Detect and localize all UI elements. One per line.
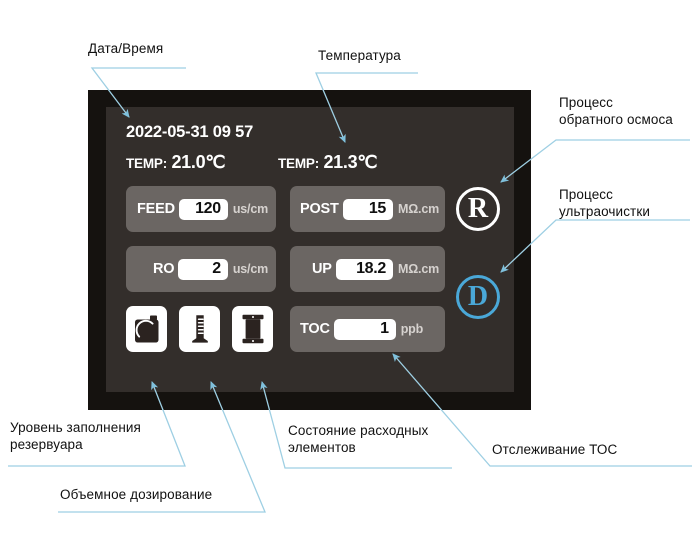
readout-feed-unit: us/cm — [232, 202, 268, 216]
readout-ro-value[interactable]: 2 — [178, 258, 228, 280]
annotation-tank-level: Уровень заполнения резервуара — [10, 420, 141, 452]
jerrycan-icon — [134, 315, 158, 343]
annotation-ultrapurification: Процесс ультраочистки — [559, 187, 650, 219]
reverse-osmosis-indicator-glyph: R — [467, 193, 489, 224]
readout-up-label: UP — [312, 261, 332, 277]
annotation-consumables: Состояние расходных элементов — [288, 423, 429, 455]
readout-toc-unit: ppb — [400, 322, 424, 336]
readout-ro[interactable]: RO 2 us/cm — [126, 246, 276, 292]
readout-ro-unit: us/cm — [232, 262, 268, 276]
readout-toc-label: TOC — [300, 321, 330, 337]
annotation-datetime: Дата/Время — [88, 41, 164, 56]
device-bezel: 2022-05-31 09 57 TEMP: 21.0℃ TEMP: 21.3℃… — [88, 90, 531, 410]
annotation-volume-dosing: Объемное дозирование — [60, 487, 213, 502]
ultrapure-indicator-glyph: D — [467, 281, 489, 312]
readout-post-value[interactable]: 15 — [342, 198, 394, 220]
temperature-right-label: TEMP: — [278, 156, 319, 171]
temperature-left: TEMP: 21.0℃ — [126, 152, 226, 173]
annotation-toc-monitoring: Отслеживание ТОС — [492, 442, 618, 457]
readout-feed-label: FEED — [137, 201, 175, 217]
readout-up-value[interactable]: 18.2 — [335, 258, 394, 280]
device-screen[interactable]: 2022-05-31 09 57 TEMP: 21.0℃ TEMP: 21.3℃… — [106, 107, 514, 392]
readout-up-unit: MΩ.cm — [398, 262, 439, 276]
readout-feed-value[interactable]: 120 — [178, 198, 228, 220]
volume-dosing-button[interactable] — [179, 306, 220, 352]
filter-cartridge-icon — [242, 314, 263, 344]
ultrapure-indicator[interactable]: D — [456, 275, 500, 319]
temperature-right: TEMP: 21.3℃ — [278, 152, 378, 173]
readout-feed[interactable]: FEED 120 us/cm — [126, 186, 276, 232]
readout-post[interactable]: POST 15 MΩ.cm — [290, 186, 445, 232]
readout-toc[interactable]: TOC 1 ppb — [290, 306, 445, 352]
temperature-right-value: 21.3℃ — [323, 152, 378, 172]
graduated-cylinder-icon — [191, 315, 208, 343]
annotation-temperature: Температура — [318, 48, 401, 63]
temperature-left-label: TEMP: — [126, 156, 167, 171]
reverse-osmosis-indicator[interactable]: R — [456, 187, 500, 231]
annotation-reverse-osmosis: Процесс обратного осмоса — [559, 95, 673, 127]
readout-ro-label: RO — [153, 261, 175, 277]
readout-toc-value[interactable]: 1 — [333, 318, 396, 340]
readout-post-unit: MΩ.cm — [398, 202, 439, 216]
temperature-left-value: 21.0℃ — [171, 152, 226, 172]
tank-level-button[interactable] — [126, 306, 167, 352]
datetime-display: 2022-05-31 09 57 — [126, 123, 254, 141]
readout-up[interactable]: UP 18.2 MΩ.cm — [290, 246, 445, 292]
consumables-status-button[interactable] — [232, 306, 273, 352]
readout-post-label: POST — [300, 201, 339, 217]
